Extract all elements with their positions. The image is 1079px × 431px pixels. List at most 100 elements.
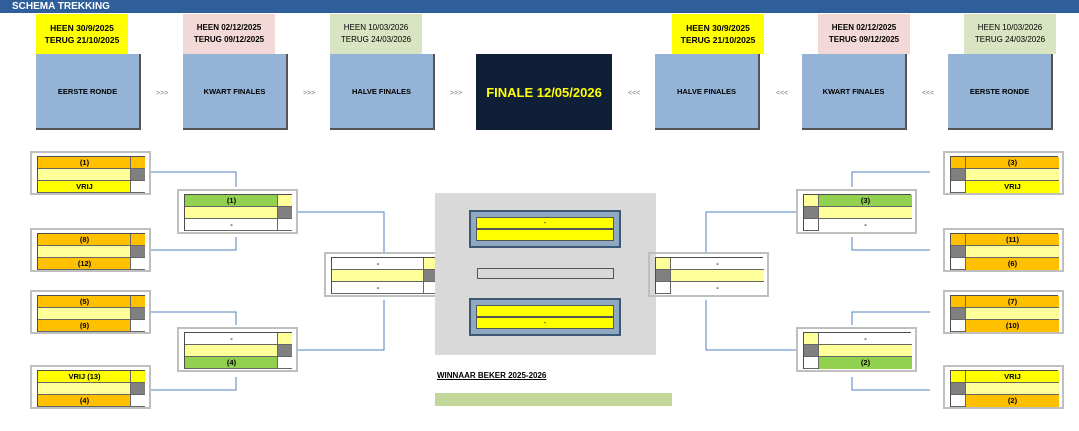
round-quarter-right: KWART FINALES: [802, 54, 907, 130]
date-heen: HEEN 30/9/2025: [50, 23, 114, 33]
team-slot: (6): [966, 258, 1059, 270]
team-slot-empty: [966, 308, 1059, 320]
team-slot-empty: [671, 270, 764, 282]
team-slot-empty: [38, 246, 131, 258]
date-heen: HEEN 02/12/2025: [831, 23, 897, 32]
team-slot: (2): [819, 357, 912, 369]
match-r1-right-3: (7) (10): [943, 290, 1064, 334]
team-slot: -: [185, 333, 278, 345]
date-heen: HEEN 30/9/2025: [686, 23, 750, 33]
team-slot: (3): [819, 195, 912, 207]
team-slot: -: [671, 282, 764, 294]
score-column: [951, 234, 966, 270]
team-slot: (2): [966, 395, 1059, 407]
team-slot: (1): [185, 195, 278, 207]
score-column: [130, 371, 145, 407]
match-qf-right-2: - (2): [796, 327, 917, 372]
team-slot: (12): [38, 258, 131, 270]
score-column: [656, 258, 671, 294]
team-slot: (9): [38, 320, 131, 332]
team-slot: (8): [38, 234, 131, 246]
final-score-bar: [477, 268, 614, 279]
arrow-right: >>>: [450, 90, 463, 97]
score-column: [804, 333, 819, 369]
team-slot: VRIJ: [966, 371, 1059, 383]
score-column: [277, 333, 292, 369]
team-slot: VRIJ: [38, 181, 131, 193]
team-slot: (3): [966, 157, 1059, 169]
team-slot: VRIJ: [966, 181, 1059, 193]
team-slot: -: [332, 282, 424, 294]
arrow-left: <<<: [922, 90, 935, 97]
arrow-right: >>>: [303, 90, 316, 97]
match-sf-right: - -: [648, 252, 769, 297]
team-slot-empty: [38, 383, 131, 395]
round-final: FINALE 12/05/2026: [476, 54, 612, 130]
date-terug: TERUG 09/12/2025: [828, 35, 900, 44]
score-column: [130, 296, 145, 332]
team-slot: (10): [966, 320, 1059, 332]
score-column: [804, 195, 819, 231]
final-team-empty: [476, 305, 614, 317]
match-r1-left-3: (5) (9): [30, 290, 151, 334]
team-slot: VRIJ (13): [38, 371, 131, 383]
score-column: [423, 258, 438, 294]
team-slot-empty: [185, 345, 278, 357]
team-slot: -: [185, 219, 278, 231]
date-terug: TERUG 21/10/2025: [680, 35, 756, 45]
score-column: [951, 371, 966, 407]
team-slot: -: [819, 219, 912, 231]
team-slot: (1): [38, 157, 131, 169]
team-slot: (4): [38, 395, 131, 407]
match-r1-left-2: (8) (12): [30, 228, 151, 272]
team-slot: -: [819, 333, 912, 345]
round-first-left: EERSTE RONDE: [36, 54, 141, 130]
winner-field: [435, 393, 672, 406]
match-qf-left-2: - (4): [177, 327, 298, 372]
match-sf-left: - -: [324, 252, 444, 297]
score-column: [130, 157, 145, 193]
date-terug: TERUG 24/03/2026: [974, 35, 1046, 44]
round-semi-right: HALVE FINALES: [655, 54, 760, 130]
date-heen: HEEN 02/12/2025: [196, 23, 262, 32]
team-slot-empty: [966, 246, 1059, 258]
team-slot-empty: [38, 169, 131, 181]
round-first-right: EERSTE RONDE: [948, 54, 1053, 130]
match-r1-left-1: (1) VRIJ: [30, 151, 151, 195]
round-quarter-left: KWART FINALES: [183, 54, 288, 130]
arrow-left: <<<: [628, 90, 641, 97]
final-slot-bottom: -: [469, 298, 621, 336]
page-title: SCHEMA TREKKING: [0, 0, 1079, 13]
match-qf-left-1: (1) -: [177, 189, 298, 234]
team-slot-empty: [819, 345, 912, 357]
match-r1-right-4: VRIJ (2): [943, 365, 1064, 409]
match-r1-left-4: VRIJ (13) (4): [30, 365, 151, 409]
date-heen: HEEN 10/03/2026: [343, 23, 409, 32]
date-terug: TERUG 21/10/2025: [44, 35, 120, 45]
team-slot-empty: [966, 169, 1059, 181]
team-slot: -: [332, 258, 424, 270]
team-slot: (4): [185, 357, 278, 369]
team-slot-empty: [38, 308, 131, 320]
team-slot: -: [671, 258, 764, 270]
team-slot-empty: [185, 207, 278, 219]
final-team: -: [476, 217, 614, 229]
team-slot: (7): [966, 296, 1059, 308]
arrow-right: >>>: [156, 90, 169, 97]
team-slot: (5): [38, 296, 131, 308]
date-terug: TERUG 24/03/2026: [340, 35, 412, 44]
round-semi-left: HALVE FINALES: [330, 54, 435, 130]
final-team: -: [476, 317, 614, 329]
team-slot-empty: [966, 383, 1059, 395]
score-column: [277, 195, 292, 231]
final-team-empty: [476, 229, 614, 241]
team-slot-empty: [819, 207, 912, 219]
score-column: [951, 157, 966, 193]
score-column: [130, 234, 145, 270]
